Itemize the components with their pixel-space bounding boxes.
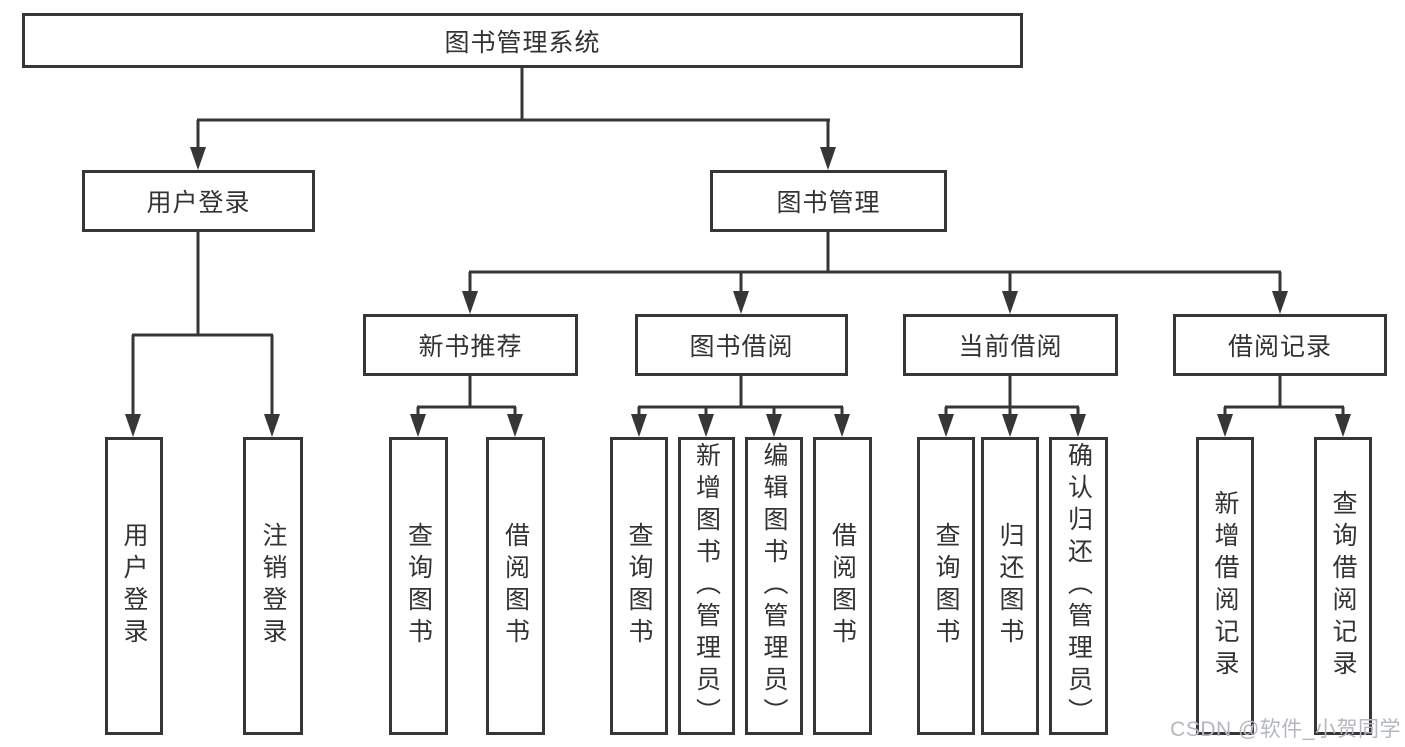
arrowheads	[125, 147, 1351, 437]
node-borrowing-records: 借阅记录	[1173, 314, 1387, 376]
leaf-edit-books-admin: 编辑图书（管理员）	[745, 437, 803, 735]
leaf-borrow-books: 借阅图书	[813, 437, 872, 735]
leaf-borrow-books-recommend: 借阅图书	[486, 437, 545, 735]
leaf-user-login: 用户登录	[105, 437, 163, 735]
leaf-query-books-current: 查询图书	[917, 437, 975, 735]
leaf-query-borrow-record: 查询借阅记录	[1314, 437, 1372, 735]
leaf-add-borrow-record: 新增借阅记录	[1196, 437, 1254, 735]
leaf-query-books-borrowing: 查询图书	[610, 437, 668, 735]
leaf-query-books-recommend: 查询图书	[389, 437, 448, 735]
node-new-book-recommend: 新书推荐	[363, 314, 578, 376]
node-book-borrowing: 图书借阅	[635, 314, 848, 376]
csdn-watermark: CSDN @软件_小贺同学	[1170, 718, 1401, 741]
node-user-login: 用户登录	[82, 170, 315, 232]
leaf-return-books: 归还图书	[981, 437, 1039, 735]
node-book-management: 图书管理	[710, 170, 947, 232]
node-library-management-system: 图书管理系统	[22, 13, 1023, 68]
leaf-add-books-admin: 新增图书（管理员）	[678, 437, 735, 735]
leaf-confirm-return-admin: 确认归还（管理员）	[1049, 437, 1108, 735]
node-current-borrowing: 当前借阅	[903, 314, 1118, 376]
leaf-logout: 注销登录	[243, 437, 303, 735]
